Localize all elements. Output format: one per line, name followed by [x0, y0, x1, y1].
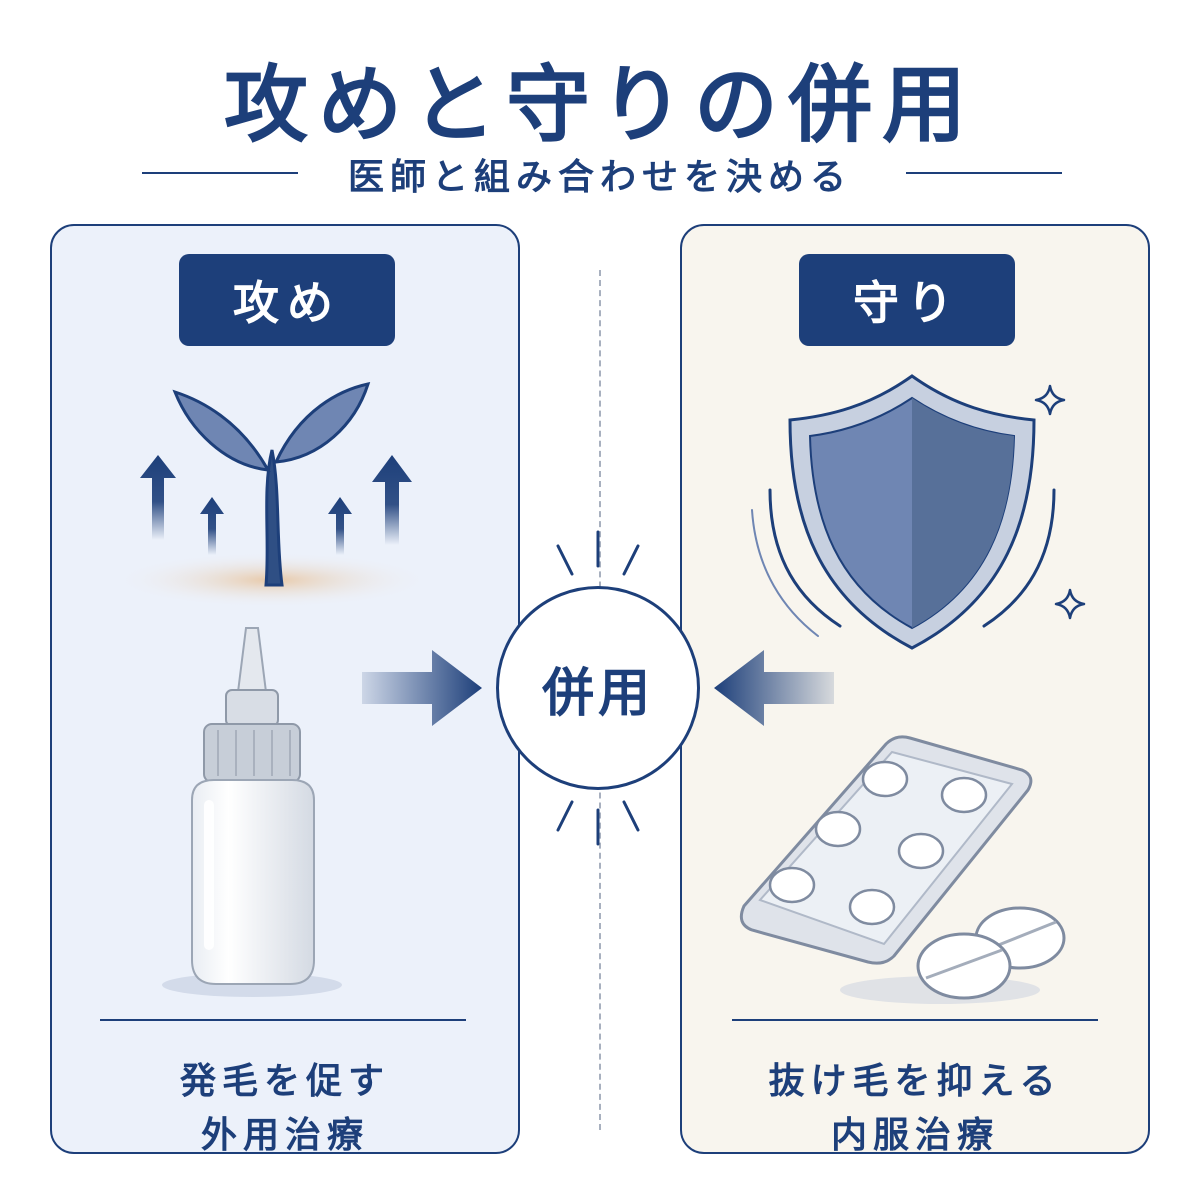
defense-tag: 守り: [799, 254, 1015, 346]
defense-caption-line2: 内服治療: [830, 1115, 999, 1156]
sprout-icon: [172, 381, 371, 587]
arrow-right-icon: [362, 650, 482, 726]
arrow-left-icon: [714, 650, 834, 726]
tablet-icon: [840, 906, 1066, 1004]
defense-divider: [732, 1019, 1098, 1021]
subtitle-row: 医師と組み合わせを決める: [0, 148, 1200, 198]
blister-pack-icon: [739, 735, 1033, 965]
subtitle-right-rule: [906, 172, 1062, 174]
burst-lines-icon: [556, 530, 640, 846]
dropper-bottle-icon: [162, 627, 342, 997]
up-arrow-icon: [140, 455, 412, 555]
defense-caption-line1: 抜け毛を抑える: [768, 1061, 1062, 1102]
combination-circle: 併用: [496, 586, 700, 790]
attack-panel: 攻め 発毛を促す 外用治療: [50, 224, 520, 1156]
shield-icon: [751, 374, 1056, 650]
subtitle-left-rule: [142, 172, 298, 174]
attack-caption-line2: 外用治療: [200, 1115, 369, 1156]
attack-caption-line1: 発毛を促す: [179, 1061, 390, 1102]
sparkle-icon: [1034, 384, 1086, 620]
attack-divider: [100, 1019, 466, 1021]
attack-tag: 攻め: [179, 254, 395, 346]
page-title: 攻めと守りの併用: [223, 56, 976, 154]
page-subtitle: 医師と組み合わせを決める: [347, 157, 852, 198]
